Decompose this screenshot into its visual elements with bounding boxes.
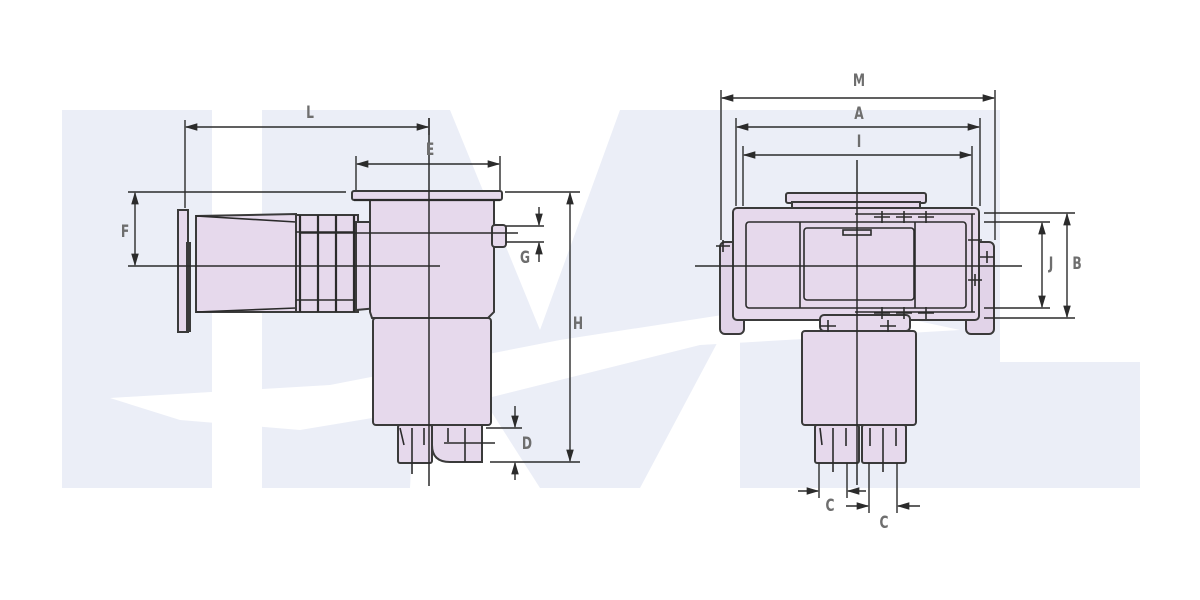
screw-markers	[716, 211, 994, 332]
dimension-label-c-right: C	[879, 513, 889, 533]
dimension-label-l: L	[306, 103, 314, 123]
front-view	[695, 90, 1075, 513]
dimension-label-a: A	[854, 104, 864, 124]
dimension-label-j: J	[1048, 254, 1054, 274]
side-view	[128, 118, 580, 486]
dimension-label-b: B	[1072, 254, 1082, 274]
dimension-label-f: F	[120, 222, 130, 242]
dimension-label-e: E	[425, 140, 435, 160]
dimension-label-c-left: C	[825, 496, 835, 516]
dimension-label-g: G	[519, 248, 531, 268]
dimension-label-i: I	[856, 132, 862, 152]
dimension-label-h: H	[572, 314, 584, 334]
dimension-label-m: M	[852, 71, 866, 91]
dimension-label-d: D	[521, 434, 533, 454]
